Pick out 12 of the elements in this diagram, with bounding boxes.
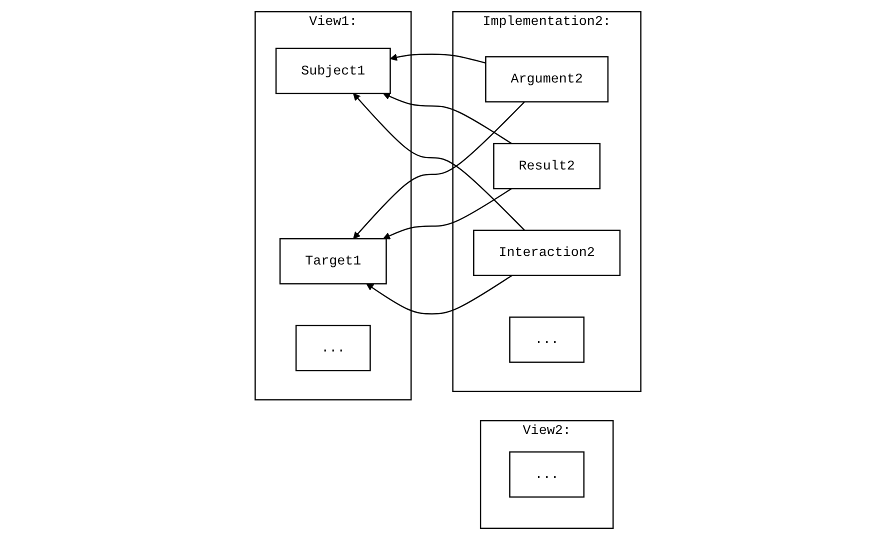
arrow — [390, 54, 486, 64]
node-box: ... — [295, 324, 371, 372]
node-box: Result2 — [493, 142, 601, 190]
node-box: Interaction2 — [473, 230, 621, 276]
node-box: ... — [509, 451, 585, 498]
node-box: Argument2 — [485, 56, 609, 102]
node-box: Target1 — [279, 238, 387, 284]
arrow — [366, 274, 512, 314]
node-box: ... — [509, 316, 585, 363]
node-box: Subject1 — [275, 48, 391, 94]
arrow — [382, 92, 512, 144]
arrow — [382, 188, 512, 240]
